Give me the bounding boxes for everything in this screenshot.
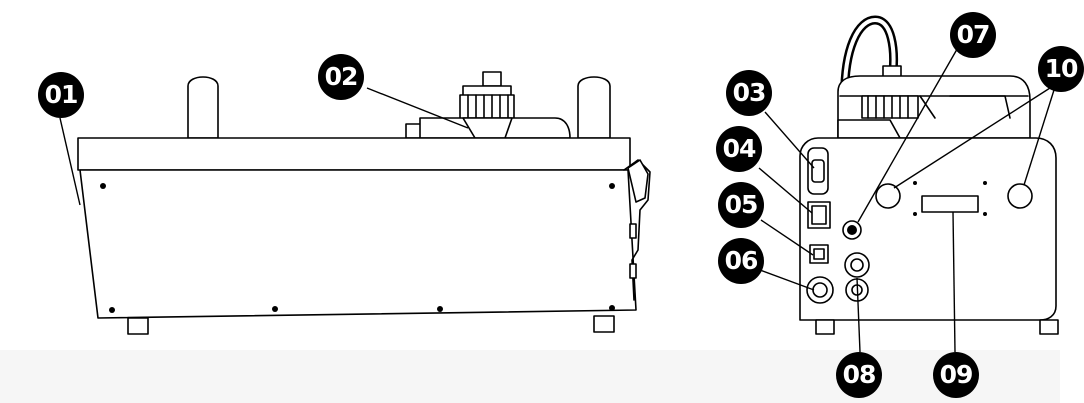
display <box>921 195 979 213</box>
caption-strip <box>0 350 1060 403</box>
tank-cap <box>459 94 515 120</box>
callout-07: 07 <box>950 12 996 58</box>
callout-08: 08 <box>836 352 882 398</box>
rear-panel <box>799 137 1057 321</box>
callout-09: 09 <box>933 352 979 398</box>
callout-03: 03 <box>726 70 772 116</box>
leader-lines <box>59 43 1055 353</box>
handle-right <box>577 76 611 139</box>
foot-right <box>593 315 615 333</box>
foot-left <box>127 317 149 335</box>
port-right <box>1007 183 1033 209</box>
callout-04: 04 <box>716 126 762 172</box>
callout-05: 05 <box>718 182 764 228</box>
callout-10: 10 <box>1038 46 1084 92</box>
handle-left <box>187 76 219 139</box>
callout-02: 02 <box>318 54 364 100</box>
port-left <box>875 183 901 209</box>
main-body <box>79 169 637 319</box>
rear-view <box>799 15 1059 335</box>
hose-fitting-top <box>482 71 502 87</box>
callout-01: 01 <box>38 72 84 118</box>
top-lid <box>77 137 631 171</box>
callout-06: 06 <box>718 238 764 284</box>
side-view <box>77 14 651 335</box>
